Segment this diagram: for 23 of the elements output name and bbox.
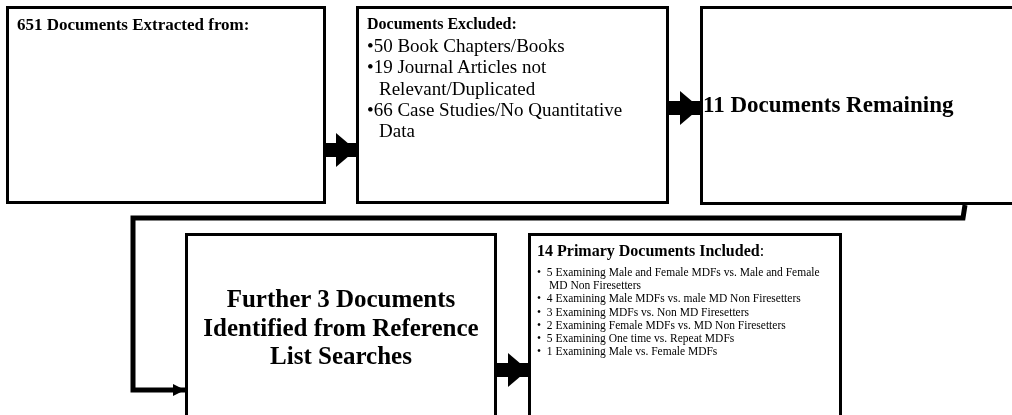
list-box	[528, 233, 842, 415]
list-box	[356, 6, 669, 204]
box-title: Further 3 Documents Identified from Reference List Searches	[202, 284, 480, 372]
arrow	[326, 133, 356, 167]
list-item: • 1 Examining Male vs. Female MDFs	[537, 345, 719, 359]
process-box	[700, 6, 1012, 205]
process-box	[185, 233, 497, 415]
box-heading: 14 Primary Documents Included:	[537, 242, 766, 260]
list-item: • 5 Examining Male and Female MDFs vs. Male and Female MD Non Firesetters	[537, 266, 821, 293]
list-item: •66 Case Studies/No Quantitative Data	[367, 98, 624, 142]
arrow	[669, 91, 700, 125]
list-box	[6, 6, 326, 204]
list-item: • 2 Examining Female MDFs vs. MD Non Firesetters	[537, 318, 787, 333]
arrow	[130, 204, 968, 396]
list-item: • 3 Examining MDFs vs. Non MD Firesetters	[537, 305, 750, 319]
list-item: •50 Book Chapters/Books	[367, 35, 566, 57]
list-item: • 4 Examining Male MDFs vs. male MD Non Firesetters	[537, 292, 802, 306]
box-heading: Documents Excluded:	[367, 15, 518, 33]
box-title: 11 Documents Remaining	[703, 92, 954, 119]
list-item: •19 Journal Articles not Relevant/Duplicated	[367, 56, 548, 99]
box-heading: 651 Documents Extracted from:	[17, 15, 251, 35]
arrow	[497, 353, 528, 387]
list-item: • 5 Examining One time vs. Repeat MDFs	[537, 332, 736, 346]
